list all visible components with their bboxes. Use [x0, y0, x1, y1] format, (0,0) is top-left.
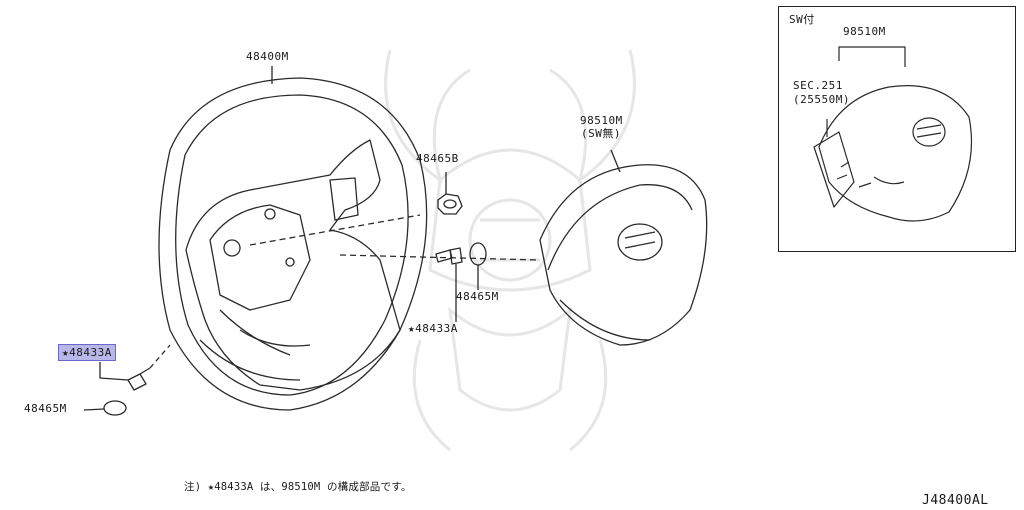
label-wheel: 48400M — [246, 50, 289, 63]
nut-48465b — [437, 172, 463, 215]
inset-sec-line2: (25550M) — [793, 93, 850, 106]
label-bolt-left-highlighted[interactable]: ★48433A — [58, 344, 116, 361]
label-bolt-center: ★48433A — [408, 322, 458, 335]
label-clip-left: 48465M — [24, 402, 67, 415]
clip-48465m-left — [83, 400, 127, 416]
watermark-emblem — [384, 49, 636, 452]
label-clip-center: 48465M — [456, 290, 499, 303]
inset-sec-line1: SEC.251 — [793, 79, 843, 92]
inset-drawing — [813, 46, 973, 222]
drawing-id: J48400AL — [922, 493, 989, 508]
bolt-48433a-left — [99, 344, 171, 391]
inset-with-switch: SW付 98510M SEC.251 (25550M) — [778, 6, 1016, 252]
label-airbag-note: (SW無) — [581, 127, 621, 140]
inset-title: SW付 — [789, 13, 815, 26]
footnote: 注) ★48433A は、98510M の構成部品です。 — [184, 481, 412, 493]
steering-wheel-rim — [158, 77, 428, 411]
clip-48465m-center — [469, 242, 487, 290]
steering-wheel-hub — [185, 139, 401, 391]
label-airbag-part: 98510M — [580, 114, 623, 127]
airbag-module — [539, 149, 708, 346]
inset-part-label: 98510M — [843, 25, 886, 38]
bolt-48433a-center — [435, 247, 463, 322]
label-nut: 48465B — [416, 152, 459, 165]
